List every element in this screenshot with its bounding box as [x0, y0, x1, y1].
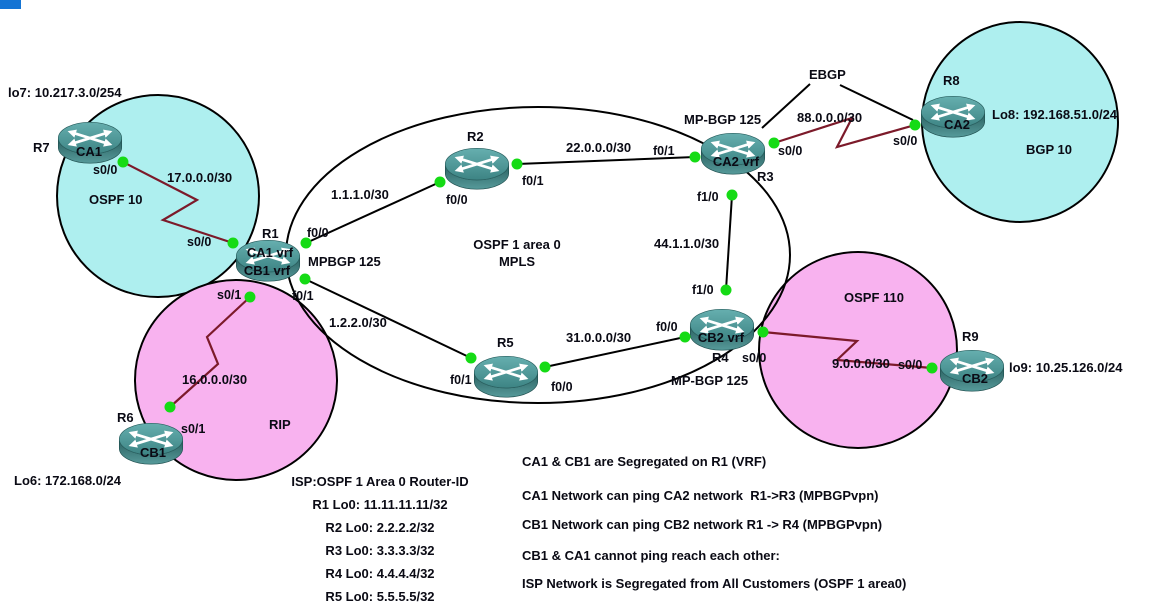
router-name-r6: R6 — [117, 410, 134, 425]
annotation-ebgp: EBGP — [809, 67, 846, 82]
port-r2-f0-0: f0/0 — [446, 193, 468, 207]
link-r1-r2 — [305, 181, 441, 244]
device-label-r6: CB1 — [139, 445, 167, 460]
router-name-r7: R7 — [33, 140, 50, 155]
link-r3-r8-serial — [773, 116, 916, 149]
summary-note-line: ISP Network is Segregated from All Custo… — [522, 576, 907, 591]
device-label-r9: CB2 — [961, 371, 989, 386]
network-label-31-0-0-0: 31.0.0.0/30 — [566, 330, 632, 345]
router-name-r9: R9 — [962, 329, 979, 344]
isp-note-line: R5 Lo0: 5.5.5.5/32 — [325, 589, 435, 604]
router-name-r8: R8 — [943, 73, 960, 88]
port-r5-f0-1: f0/1 — [450, 373, 472, 387]
isp-note-line: R1 Lo0: 11.11.11.11/32 — [312, 497, 448, 512]
device-label-r8: CA2 — [943, 117, 971, 132]
summary-note-line: CB1 & CA1 cannot ping reach each other: — [522, 548, 780, 563]
zone-label-isp-line1: OSPF 1 area 0 — [473, 237, 561, 252]
port-r1-s0-0: s0/0 — [187, 235, 212, 249]
device-label-r7: CA1 — [75, 144, 103, 159]
isp-note-line: R2 Lo0: 2.2.2.2/32 — [325, 520, 435, 535]
device-label-r4: CB2 vrf — [697, 330, 745, 345]
port-r1-s0-1: s0/1 — [217, 288, 242, 302]
port-r2-f0-1: f0/1 — [522, 174, 544, 188]
summary-note-line: CA1 Network can ping CA2 network R1->R3 … — [522, 488, 879, 503]
zone-rip-ellipse — [134, 279, 338, 481]
router-name-r2: R2 — [467, 129, 484, 144]
vrf-label-r1-cb1: CB1 vrf — [243, 263, 291, 278]
link-r1-r5 — [304, 278, 472, 359]
network-label-88-0-0-0: 88.0.0.0/30 — [797, 110, 863, 125]
port-r1-f0-1: f0/1 — [292, 289, 314, 303]
loopback-label-lo8: Lo8: 192.168.51.0/24 — [992, 107, 1118, 122]
zone-label-rip: RIP — [269, 417, 291, 432]
device-label-r3: CA2 vrf — [712, 154, 760, 169]
summary-note-line: CA1 & CB1 are Segregated on R1 (VRF) — [522, 454, 767, 469]
summary-note-line: CB1 Network can ping CB2 network R1 -> R… — [522, 517, 883, 532]
network-label-1-1-1-0: 1.1.1.0/30 — [331, 187, 389, 202]
bgp-label-r1: MPBGP 125 — [308, 254, 381, 269]
network-label-16-0-0-0: 16.0.0.0/30 — [182, 372, 248, 387]
port-r4-s0-0: s0/0 — [742, 351, 767, 365]
isp-note-line: R3 Lo0: 3.3.3.3/32 — [325, 543, 435, 558]
port-r9-s0-0: s0/0 — [898, 358, 923, 372]
isp-note-line: R4 Lo0: 4.4.4.4/32 — [325, 566, 435, 581]
link-r4-r9-serial — [762, 330, 933, 370]
interface-dots — [117, 119, 938, 413]
router-name-r5: R5 — [497, 335, 514, 350]
port-r4-f0-0: f0/0 — [656, 320, 678, 334]
port-r6-s0-1: s0/1 — [181, 422, 206, 436]
network-label-17-0-0-0: 17.0.0.0/30 — [167, 170, 233, 185]
zone-label-bgp10: BGP 10 — [1026, 142, 1073, 157]
router-r5[interactable] — [474, 356, 537, 397]
port-r7-s0-0: s0/0 — [93, 163, 118, 177]
zone-label-isp-line2: MPLS — [498, 254, 536, 269]
zone-ospf110-ellipse — [758, 251, 958, 449]
link-r3-r4 — [725, 194, 733, 291]
isp-notes-title: ISP:OSPF 1 Area 0 Router-ID — [291, 474, 469, 489]
isp-loopback-notes: ISP:OSPF 1 Area 0 Router-ID R1 Lo0: 11.1… — [291, 474, 468, 604]
port-r4-f1-0: f1/0 — [692, 283, 714, 297]
port-r3-s0-0: s0/0 — [778, 144, 803, 158]
link-r2-r3 — [516, 156, 696, 165]
link-r1-r6-serial — [169, 296, 251, 408]
loopback-label-lo7: lo7: 10.217.3.0/254 — [8, 85, 122, 100]
port-r8-s0-0: s0/0 — [893, 134, 918, 148]
bgp-label-r4: MP-BGP 125 — [671, 373, 749, 388]
network-label-1-2-2-0: 1.2.2.0/30 — [329, 315, 387, 330]
zone-label-ospf110: OSPF 110 — [844, 290, 904, 305]
router-name-r1: R1 — [262, 226, 279, 241]
network-label-44-1-1-0: 44.1.1.0/30 — [654, 236, 720, 251]
vrf-label-r1-ca1: CA1 vrf — [246, 245, 294, 260]
router-name-r3: R3 — [757, 169, 774, 184]
window-fragment — [0, 0, 21, 9]
network-label-22-0-0-0: 22.0.0.0/30 — [566, 140, 632, 155]
link-r5-r4 — [544, 336, 686, 368]
loopback-label-lo6: Lo6: 172.168.0/24 — [14, 473, 121, 488]
ebgp-leader-left — [761, 83, 811, 129]
router-r2[interactable] — [445, 148, 508, 189]
port-r5-f0-0: f0/0 — [551, 380, 573, 394]
port-r1-f0-0: f0/0 — [307, 226, 329, 240]
router-name-r4: R4 — [712, 350, 729, 365]
zone-label-ospf10: OSPF 10 — [89, 192, 143, 207]
port-r3-f1-0: f1/0 — [697, 190, 719, 204]
ebgp-leader-right — [839, 84, 914, 121]
bgp-label-r3: MP-BGP 125 — [684, 112, 762, 127]
loopback-label-lo9: lo9: 10.25.126.0/24 — [1009, 360, 1123, 375]
port-r3-f0-1: f0/1 — [653, 144, 675, 158]
link-r7-r1-serial — [122, 161, 234, 245]
network-label-9-0-0-0: 9.0.0.0/30 — [832, 356, 890, 371]
